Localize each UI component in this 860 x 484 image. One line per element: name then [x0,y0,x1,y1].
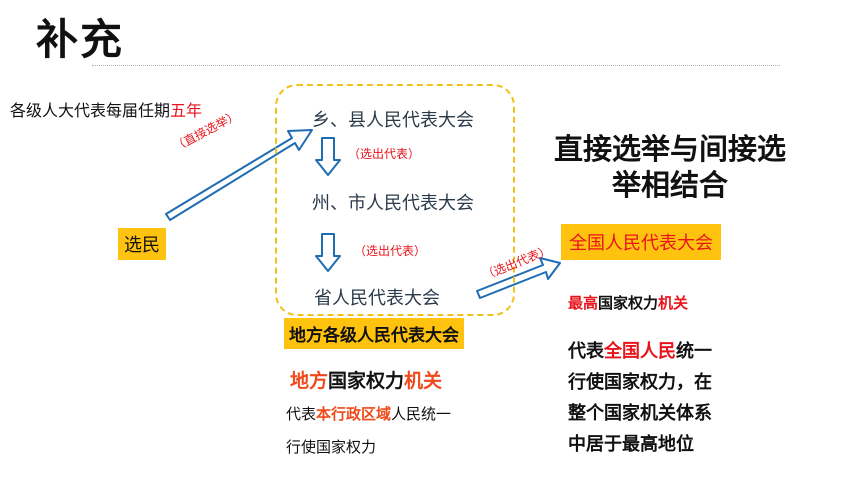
local-description: 代表本行政区域人民统一 行使国家权力 [286,398,451,464]
level-province: 省人民代表大会 [314,288,440,309]
local-desc-line2: 行使国家权力 [286,438,377,456]
national-election-arrow [476,257,561,299]
combined-election-heading: 直接选举与间接选 举相结合 [534,131,806,203]
local-heading-part3: 机关 [404,370,443,392]
down-arrow-1 [315,137,341,176]
national-description: 代表全国人民统一 行使国家权力，在 整个国家机关体系 中居于最高地位 [568,336,712,460]
national-desc-line3: 整个国家机关体系 [568,403,712,424]
national-congress-label: 全国人民代表大会 [561,224,721,260]
down-arrow-2 [315,233,341,272]
national-desc-highlight: 全国人民 [604,341,676,362]
elect-label-2: （选出代表） [354,244,427,258]
combined-heading-line2: 举相结合 [611,168,728,202]
elect-label-1: （选出代表） [348,147,421,161]
national-heading-part2: 国家权力 [598,294,659,312]
local-congress-label: 地方各级人民代表大会 [284,318,464,349]
local-heading-part1: 地方 [290,370,329,392]
national-desc-suffix: 统一 [676,341,712,362]
local-heading: 地方国家权力机关 [290,366,442,393]
national-desc-line1: 代表全国人民统一 [568,336,712,367]
level-prefecture-city: 州、市人民代表大会 [312,193,474,214]
national-heading-part3: 机关 [658,294,689,312]
local-desc-line1: 代表本行政区域人民统一 [286,398,451,431]
local-desc-highlight: 本行政区域 [316,405,392,423]
local-congress-group [275,84,515,316]
term-note: 各级人大代表每届任期五年 [10,97,202,121]
combined-heading-line1: 直接选举与间接选 [553,132,786,166]
local-desc-suffix: 人民统一 [391,405,452,423]
term-highlight: 五年 [170,101,203,120]
national-heading: 最高国家权力机关 [568,292,688,313]
term-prefix: 各级人大代表每届任期 [10,101,171,120]
national-desc-line2: 行使国家权力，在 [568,372,712,393]
voter-label: 选民 [118,228,166,260]
national-heading-part1: 最高 [568,294,599,312]
national-desc-line4: 中居于最高地位 [568,434,694,455]
direct-election-arrow [165,129,313,221]
level-township-county: 乡、县人民代表大会 [312,110,474,131]
local-desc-prefix: 代表 [286,405,317,423]
page-title: 补充 [36,15,125,64]
title-divider [92,65,780,66]
national-desc-prefix: 代表 [568,341,604,362]
local-heading-part2: 国家权力 [328,370,405,392]
